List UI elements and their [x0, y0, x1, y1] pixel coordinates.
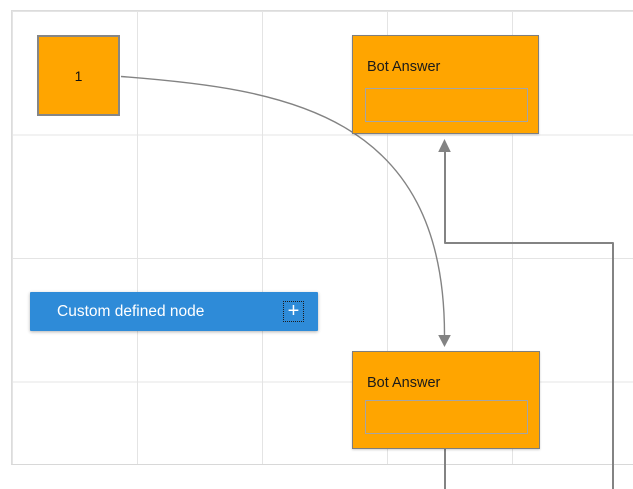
arrowhead-down-icon: [438, 335, 451, 347]
node-source-square[interactable]: 1: [37, 35, 120, 116]
connector-orthogonal-to-top-node[interactable]: [438, 139, 614, 489]
arrowhead-up-icon: [438, 139, 451, 152]
node-bot-answer-top-textbox[interactable]: [365, 88, 528, 122]
connector-curve-square-to-bottom-node[interactable]: [120, 75, 451, 348]
node-bot-answer-top-title: Bot Answer: [367, 59, 441, 75]
node-bot-answer-top[interactable]: Bot Answer: [352, 35, 539, 134]
node-bot-answer-bottom[interactable]: Bot Answer: [352, 351, 540, 449]
node-bot-answer-bottom-textbox[interactable]: [365, 400, 528, 434]
plus-icon: +: [287, 300, 300, 322]
node-source-square-label: 1: [74, 67, 83, 84]
node-bot-answer-bottom-title: Bot Answer: [367, 375, 441, 391]
node-custom-defined[interactable]: Custom defined node +: [30, 292, 318, 331]
add-node-button[interactable]: +: [283, 301, 304, 322]
node-custom-defined-label: Custom defined node: [57, 303, 205, 320]
